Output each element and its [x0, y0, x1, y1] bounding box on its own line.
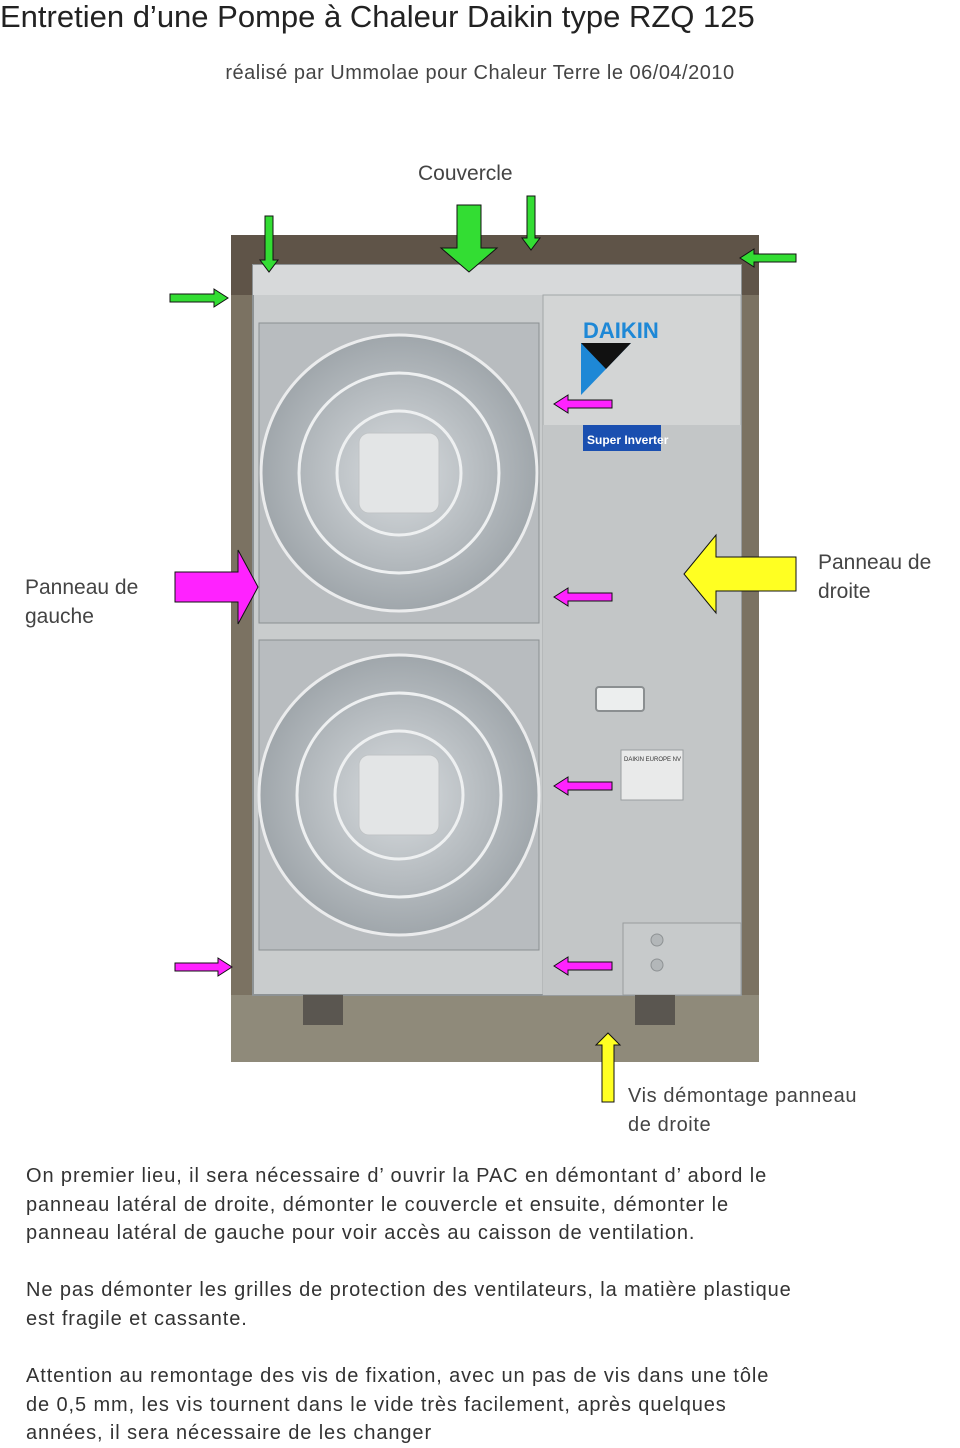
- daikin-logo-text: DAIKIN: [583, 318, 659, 343]
- page-title: Entretien d’une Pompe à Chaleur Daikin t…: [0, 0, 755, 34]
- arrow-up-yellow-icon: [594, 1032, 622, 1103]
- arrow-down-green-icon: [439, 204, 499, 273]
- unit-top-cover: [253, 265, 741, 295]
- text-line: est fragile et cassante.: [26, 1307, 248, 1330]
- label-line: Panneau de: [25, 576, 139, 599]
- arrow-right-green-icon: [169, 288, 229, 308]
- label-couvercle: Couvercle: [418, 162, 513, 185]
- label-line: Panneau de: [818, 551, 932, 574]
- nameplate: [620, 749, 684, 801]
- arrow-left-magenta-icon: [553, 956, 613, 976]
- inverter-badge-text: Super Inverter: [587, 433, 669, 447]
- label-line: Vis démontage panneau: [628, 1085, 858, 1107]
- foot-left: [303, 995, 343, 1025]
- label-line: droite: [818, 580, 871, 603]
- arrow-left-magenta-icon: [553, 587, 613, 607]
- arrow-left-yellow-icon: [683, 533, 797, 615]
- service-cover: [622, 922, 742, 996]
- arrow-right-magenta-icon: [174, 957, 233, 977]
- arrow-right-magenta-icon: [174, 549, 259, 625]
- text-line: On premier lieu, il sera nécessaire d’ o…: [26, 1165, 768, 1187]
- heat-pump-photo: DAIKIN Super Inverter DAIKIN EUROPE NV: [231, 235, 759, 1062]
- text-line: panneau latéral de gauche pour voir accè…: [26, 1222, 696, 1244]
- arrow-left-magenta-icon: [553, 776, 613, 796]
- label-panneau-gauche: Panneau de gauche: [25, 573, 138, 631]
- arrow-down-green-icon: [521, 195, 541, 251]
- text-line: Ne pas démonter les grilles de protectio…: [26, 1279, 792, 1301]
- paragraph-intro: On premier lieu, il sera nécessaire d’ o…: [26, 1162, 956, 1248]
- foot-right: [635, 995, 675, 1025]
- text-line: années, il sera nécessaire de les change…: [26, 1422, 433, 1444]
- label-line: gauche: [25, 605, 94, 628]
- label-line: de droite: [628, 1114, 712, 1136]
- fan-hub-top: [358, 432, 440, 514]
- paragraph-warning-grilles: Ne pas démonter les grilles de protectio…: [26, 1276, 956, 1333]
- text-line: Attention au remontage des vis de fixati…: [26, 1365, 770, 1387]
- page-subtitle: réalisé par Ummolae pour Chaleur Terre l…: [225, 62, 735, 84]
- label-panneau-droite: Panneau de droite: [818, 548, 931, 606]
- label-vis-demontage: Vis démontage panneau de droite: [628, 1082, 857, 1140]
- arrow-down-green-icon: [259, 215, 279, 273]
- nameplate-text: DAIKIN EUROPE NV: [624, 757, 681, 763]
- fan-hub-bottom: [358, 754, 440, 836]
- text-line: panneau latéral de droite, démonter le c…: [26, 1193, 729, 1216]
- text-line: de 0,5 mm, les vis tournent dans le vide…: [26, 1393, 727, 1416]
- inverter-badge: [583, 425, 661, 451]
- arrow-left-magenta-icon: [553, 394, 613, 414]
- handle: [595, 686, 645, 712]
- arrow-left-green-icon: [739, 248, 797, 268]
- paragraph-attention-vis: Attention au remontage des vis de fixati…: [26, 1362, 956, 1448]
